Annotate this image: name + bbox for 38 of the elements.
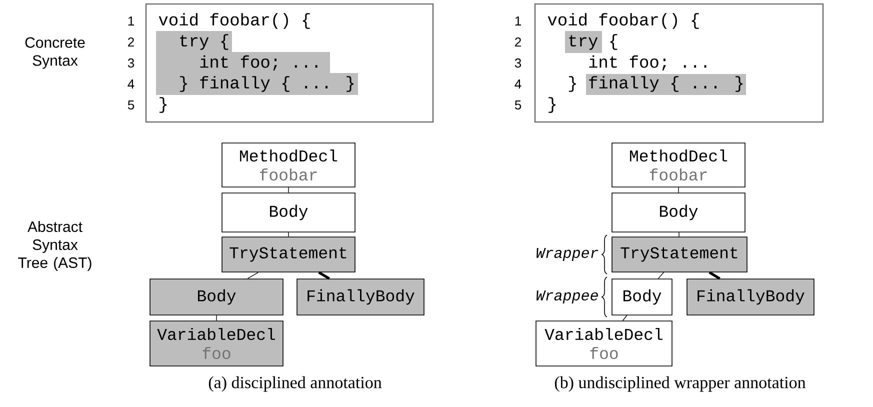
- line-number: 2: [128, 37, 134, 47]
- tree-node: VariableDecl foo: [536, 320, 672, 366]
- line-number: 5: [128, 100, 134, 110]
- tree-node: Body: [222, 192, 356, 232]
- code-box: void foobar() { try { int foo; ... } finally { ... } }: [534, 3, 824, 123]
- tree-edge: [216, 315, 217, 321]
- line-number: 3: [514, 58, 522, 68]
- tree-node: MethodDecl foobar: [612, 142, 746, 188]
- tree-edge: [622, 315, 628, 321]
- tree-node: TryStatement: [612, 236, 748, 272]
- tree-edge: [247, 272, 259, 279]
- code-box: void foobar() { try { int foo; ... } finally { ... } }: [145, 3, 434, 123]
- tree-edge: [678, 232, 680, 237]
- caption: (a) disciplined annotation: [208, 376, 382, 392]
- tree-edge: [708, 271, 720, 280]
- tree-node: VariableDecl foo: [150, 320, 284, 366]
- annotation-label: Wrappee: [536, 290, 598, 304]
- tree-node: FinallyBody: [686, 278, 814, 316]
- side-label: Concrete Syntax: [25, 37, 85, 69]
- tree-node: MethodDecl foobar: [222, 142, 356, 188]
- annotation-label: Wrapper: [536, 248, 598, 261]
- tree-node: Body: [612, 278, 672, 316]
- side-label: Abstract Syntax Tree (AST): [18, 221, 92, 271]
- line-number: 1: [515, 16, 521, 26]
- line-number: 5: [514, 100, 522, 110]
- tree-edge: [318, 271, 330, 280]
- line-number: 2: [515, 37, 521, 47]
- tree-edge: [678, 187, 679, 193]
- line-number: 1: [128, 16, 134, 26]
- line-number: 4: [514, 80, 522, 88]
- tree-edge: [658, 272, 664, 279]
- tree-node: Body: [612, 192, 746, 232]
- tree-node: TryStatement: [222, 236, 356, 272]
- tree-edge: [288, 187, 289, 193]
- line-number: 3: [128, 58, 134, 68]
- tree-node: FinallyBody: [296, 278, 424, 316]
- tree-node: Body: [150, 278, 284, 316]
- tree-edge: [288, 232, 289, 237]
